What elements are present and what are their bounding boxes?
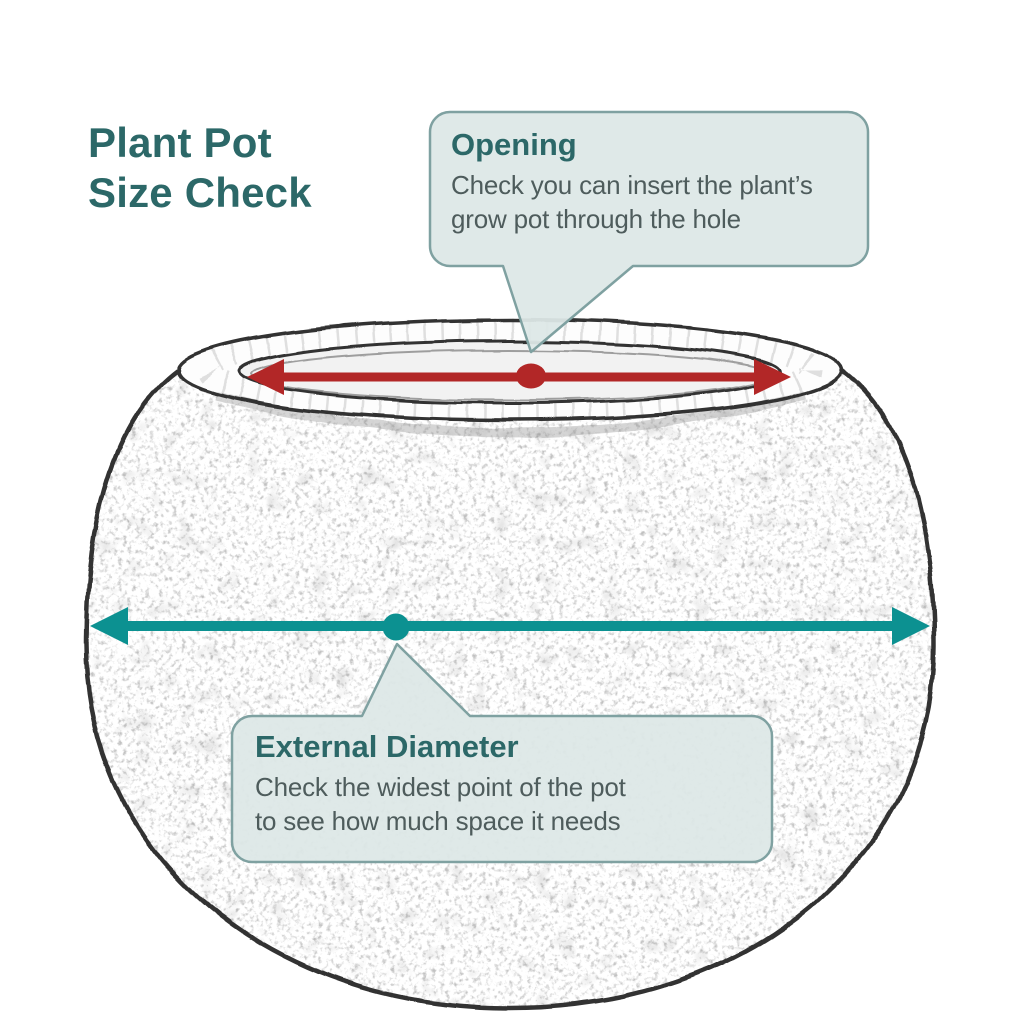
diameter-arrow-left-head xyxy=(90,607,128,645)
callout-external-diameter-bubble xyxy=(230,642,774,864)
callout-opening-body: Check you can insert the plant’s grow po… xyxy=(451,170,813,235)
under-rim-shadow xyxy=(213,390,807,437)
pot-texture-grain xyxy=(86,320,934,1008)
external-diameter-arrow xyxy=(90,607,930,645)
pot-body-outline xyxy=(83,367,937,1011)
callout-opening: Opening Check you can insert the plant’s… xyxy=(430,112,868,266)
diameter-arrow-right-head xyxy=(892,607,930,645)
plant-pot-sketch xyxy=(83,318,937,1011)
opening-width-arrow xyxy=(247,359,791,395)
pot-rim-hatching xyxy=(197,318,823,422)
callout-external-diameter-body: Check the widest point of the pot to see… xyxy=(255,772,626,837)
pot-rim-outline xyxy=(176,318,844,422)
opening-center-dot xyxy=(516,363,546,389)
opening-arrow-right-head xyxy=(754,359,791,395)
page-title: Plant Pot Size Check xyxy=(88,119,312,216)
callout-opening-bubble xyxy=(428,110,870,354)
callout-opening-heading: Opening xyxy=(451,127,577,162)
callout-external-diameter-heading: External Diameter xyxy=(255,729,519,764)
callout-external-diameter: External Diameter Check the widest point… xyxy=(232,716,772,862)
opening-arrow-left-head xyxy=(247,359,284,395)
diameter-center-dot xyxy=(382,613,410,641)
